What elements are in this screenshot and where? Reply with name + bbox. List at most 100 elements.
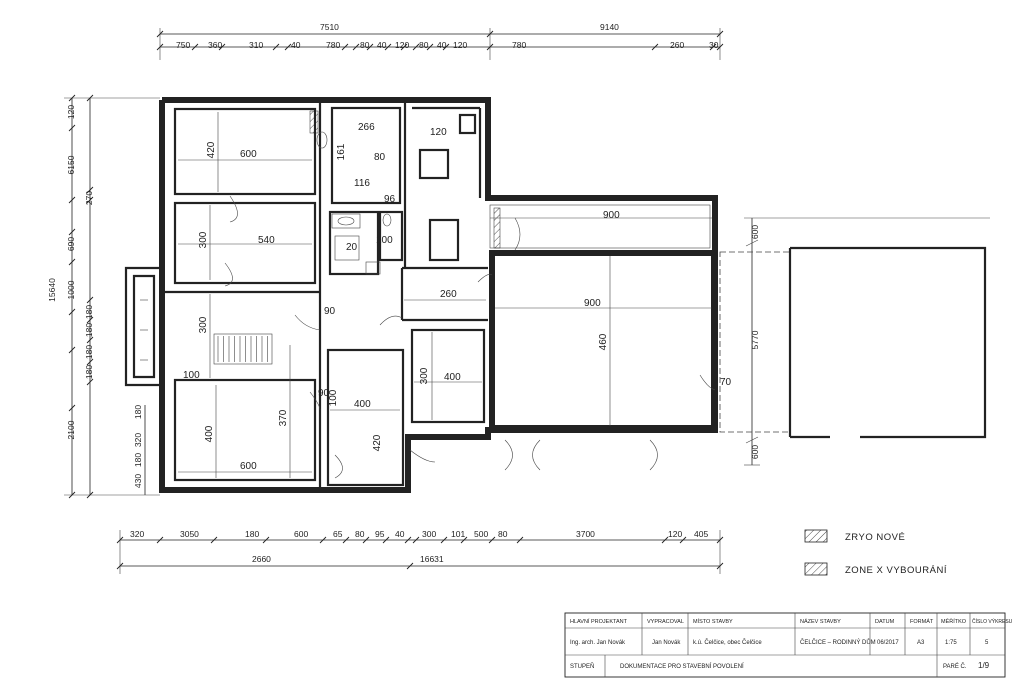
legend-swatch-new [804,529,828,543]
room-label: 70 [720,377,732,388]
room-label: 370 [278,409,289,426]
dimension-tick [86,491,94,499]
room-label: 100 [328,389,339,406]
dimension-tick [86,196,94,204]
dimension-tick [709,43,717,51]
dimension-tick [86,186,94,194]
dim-top-seg: 120 [395,40,409,50]
dim-left-outer: 6150 [66,155,76,174]
hatched-new-walls [309,110,501,249]
room-label: 420 [206,141,217,158]
dimension-tick [384,43,392,51]
dim-bottom-seg: 3050 [180,529,199,539]
dim-top-seg: 80 [419,40,429,50]
tb-value: Jan Novák [652,640,681,646]
dimension-tick [716,43,724,51]
dimension-tick [68,491,76,499]
top-dimension-lines: 7510 9140 750 360 310 40 780 80 40 120 8… [156,22,724,60]
dim-bottom-seg: 120 [668,529,682,539]
dimension-tick [86,296,94,304]
dim-left-inner: 430 [133,474,143,488]
dim-bottom-overall: 2660 [252,554,271,564]
dimension-tick [68,308,76,316]
dim-top-overall-left: 7510 [320,22,339,32]
sanitary-fixtures [316,131,392,275]
legend-item-demolished: ZONE X VYBOURÁNÍ [845,565,947,576]
left-dimension-lines: 15640 120 6150 690 1000 2100 270 180 180… [47,94,160,499]
tb-value: A3 [917,640,925,646]
dimension-tick [341,43,349,51]
dim-top-seg: 750 [176,40,190,50]
dim-bottom-seg: 95 [375,529,385,539]
dim-bottom-seg: 600 [294,529,308,539]
dimension-tick [68,258,76,266]
dim-bottom-seg: 65 [333,529,343,539]
tb-header: NÁZEV STAVBY [800,618,841,625]
tb-header: FORMÁT [910,618,934,625]
dimension-tick [362,536,370,544]
dimension-tick [68,196,76,204]
room-label: 300 [198,231,209,248]
room-label: 80 [374,152,386,163]
dimension-tick [68,94,76,102]
dim-top-seg: 80 [360,40,370,50]
dimension-tick [116,536,124,544]
dim-right: 600 [750,445,760,459]
room-label: 900 [584,298,601,309]
dim-left-outer: 1000 [66,280,76,299]
dimension-tick [156,43,164,51]
dimension-tick [382,536,390,544]
dimension-tick [68,346,76,354]
tb-page-label: PARÉ Č. [943,663,967,670]
dimension-tick [412,43,420,51]
room-label: 460 [598,333,609,350]
dimension-tick [210,536,218,544]
dim-top-seg: 780 [512,40,526,50]
legend: ZRYO NOVÉ ZONE X VYBOURÁNÍ [804,529,947,576]
dimension-tick [486,30,494,38]
room-label: 116 [354,178,370,189]
tb-value: 06/2017 [877,640,899,646]
dim-left-inner: 180 [84,323,94,337]
room-label: 900 [603,210,620,221]
dimension-tick [486,43,494,51]
dimension-tick [86,336,94,344]
dimension-tick [516,536,524,544]
dimension-tick [460,536,468,544]
dim-top-seg: 30 [709,40,719,50]
dim-left-outer: 690 [66,237,76,251]
room-label: 420 [372,434,383,451]
dim-left-inner: 180 [84,345,94,359]
dimension-tick [86,358,94,366]
dim-left-inner: 180 [84,365,94,379]
room-label: 266 [358,122,375,133]
dimension-tick [442,43,450,51]
dim-bottom-seg: 80 [355,529,365,539]
dimension-tick [366,43,374,51]
tb-value: 5 [985,640,989,646]
dim-bottom-seg: 180 [245,529,259,539]
dim-bottom-seg: 300 [422,529,436,539]
dim-top-seg: 780 [326,40,340,50]
dimension-tick [406,562,414,570]
dim-top-seg: 40 [291,40,301,50]
dimension-tick [426,43,434,51]
tb-header: HLAVNÍ PROJEKTANT [570,618,628,625]
room-label: 100 [183,370,200,381]
dimension-tick [156,536,164,544]
room-label: 90 [318,388,330,399]
dim-top-seg: 360 [208,40,222,50]
dimension-tick [86,316,94,324]
room-label: 100 [376,235,393,246]
dim-left-outer: 2100 [66,420,76,439]
dimension-tick [716,562,724,570]
tb-stage-value: DOKUMENTACE PRO STAVEBNÍ POVOLENÍ [620,663,744,670]
dimension-tick [661,536,669,544]
dimension-tick [86,94,94,102]
dimension-tick [116,562,124,570]
dim-top-seg: 120 [453,40,467,50]
room-label: 540 [258,235,275,246]
dimension-tick [412,536,420,544]
dimension-tick [400,43,408,51]
dim-left-inner: 180 [133,453,143,467]
